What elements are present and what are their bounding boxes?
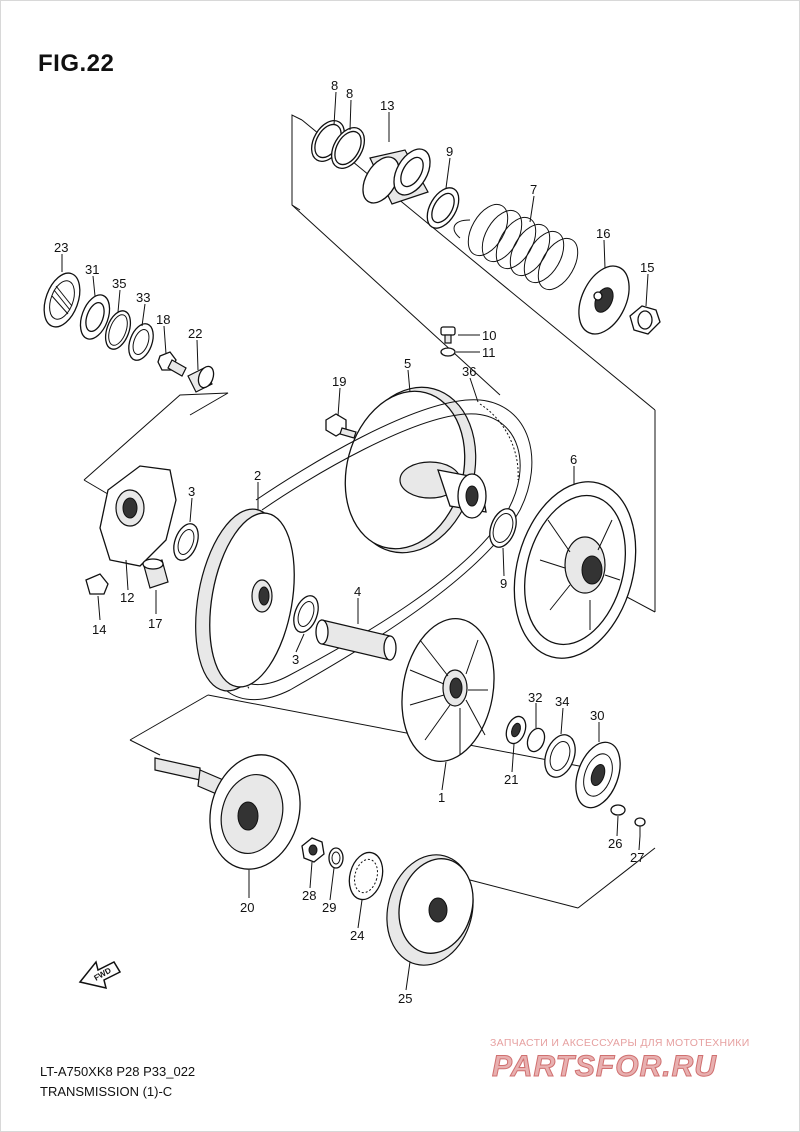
bolt-18: [157, 351, 187, 377]
bolt-19: [325, 413, 357, 439]
callout-8b: 8: [346, 86, 353, 101]
bolt-27: [634, 817, 646, 836]
callout-1: 1: [438, 790, 445, 805]
o-ring-9a: [426, 187, 460, 229]
callout-2: 2: [254, 468, 261, 483]
callout-36: 36: [462, 364, 476, 379]
movable-drive-face-2: [195, 508, 295, 692]
roller-17: [142, 558, 169, 589]
callout-11: 11: [482, 345, 496, 360]
callout-30: 30: [590, 708, 604, 723]
slider-14: [85, 573, 109, 595]
spring-7: [453, 203, 579, 291]
clutch-carrier-25: [386, 854, 474, 966]
callout-12: 12: [120, 590, 134, 605]
callout-35: 35: [112, 276, 126, 291]
one-way-clutch-24: [348, 851, 384, 901]
callout-16: 16: [596, 226, 610, 241]
leader-lines: [61, 91, 649, 991]
spacer-21: [505, 715, 527, 745]
callout-labels: 8 8 13 9 7 16 15 23 31 35 33 18 22 10 11…: [54, 78, 654, 1006]
callout-25: 25: [398, 991, 412, 1006]
bolt-10: [440, 326, 456, 344]
model-code: LT-A750XK8 P28 P33_022: [40, 1064, 196, 1079]
callout-6: 6: [570, 452, 577, 467]
fwd-arrow: FWD: [78, 960, 122, 990]
washer-11: [440, 347, 456, 357]
oil-seal-34: [544, 734, 576, 778]
o-ring-9b: [489, 508, 517, 548]
nut-15: [629, 305, 661, 335]
bearing-30: [575, 741, 621, 809]
callout-26: 26: [608, 836, 622, 851]
driven-face-5: [344, 386, 487, 554]
circlip-35: [104, 310, 132, 350]
spacer-22: [187, 365, 215, 393]
callout-18: 18: [156, 312, 170, 327]
callout-7: 7: [530, 182, 537, 197]
callout-28: 28: [302, 888, 316, 903]
watermark-text: ЗАПЧАСТИ И АКСЕССУАРЫ ДЛЯ МОТОТЕХНИКИ: [490, 1037, 750, 1049]
callout-14: 14: [92, 622, 106, 637]
callout-10: 10: [482, 328, 496, 343]
washer-29: [328, 847, 344, 869]
callout-9b: 9: [500, 576, 507, 591]
clutch-shoe-shaft-20: [154, 754, 301, 870]
callout-24: 24: [350, 928, 364, 943]
washer-33: [128, 323, 154, 361]
callout-9a: 9: [446, 144, 453, 159]
washer-3a: [173, 523, 199, 561]
figure-title: FIG.22: [38, 50, 115, 77]
callout-3b: 3: [292, 652, 299, 667]
callout-29: 29: [322, 900, 336, 915]
fixed-drive-face-1: [401, 618, 495, 762]
callout-17: 17: [148, 616, 162, 631]
callout-34: 34: [555, 694, 569, 709]
callout-33: 33: [136, 290, 150, 305]
section-name: TRANSMISSION (1)-C: [40, 1084, 173, 1099]
callout-5: 5: [404, 356, 411, 371]
callout-21: 21: [504, 772, 518, 787]
washer-26: [610, 804, 626, 816]
clutch-housing-6: [513, 481, 637, 659]
sleeve-4: [315, 619, 397, 661]
washer-3b: [293, 595, 319, 633]
oil-seal-31: [79, 294, 111, 340]
callout-31: 31: [85, 262, 99, 277]
circlip-8b: [330, 127, 366, 169]
o-ring-32: [526, 727, 546, 753]
nut-28: [301, 837, 325, 863]
callout-4: 4: [354, 584, 361, 599]
callout-19: 19: [332, 374, 346, 389]
watermark-logo: PARTSFOR.RU: [492, 1050, 717, 1084]
spring-seat-16: [578, 265, 630, 335]
callout-13: 13: [380, 98, 394, 113]
spring-guide-13: [362, 148, 431, 205]
callout-27: 27: [630, 850, 644, 865]
callout-22: 22: [188, 326, 202, 341]
callout-23: 23: [54, 240, 68, 255]
callout-20: 20: [240, 900, 254, 915]
callout-3a: 3: [188, 484, 195, 499]
cam-plate-12: [99, 465, 177, 567]
bearing-23: [43, 272, 81, 328]
callout-8a: 8: [331, 78, 338, 93]
callout-15: 15: [640, 260, 654, 275]
callout-32: 32: [528, 690, 542, 705]
